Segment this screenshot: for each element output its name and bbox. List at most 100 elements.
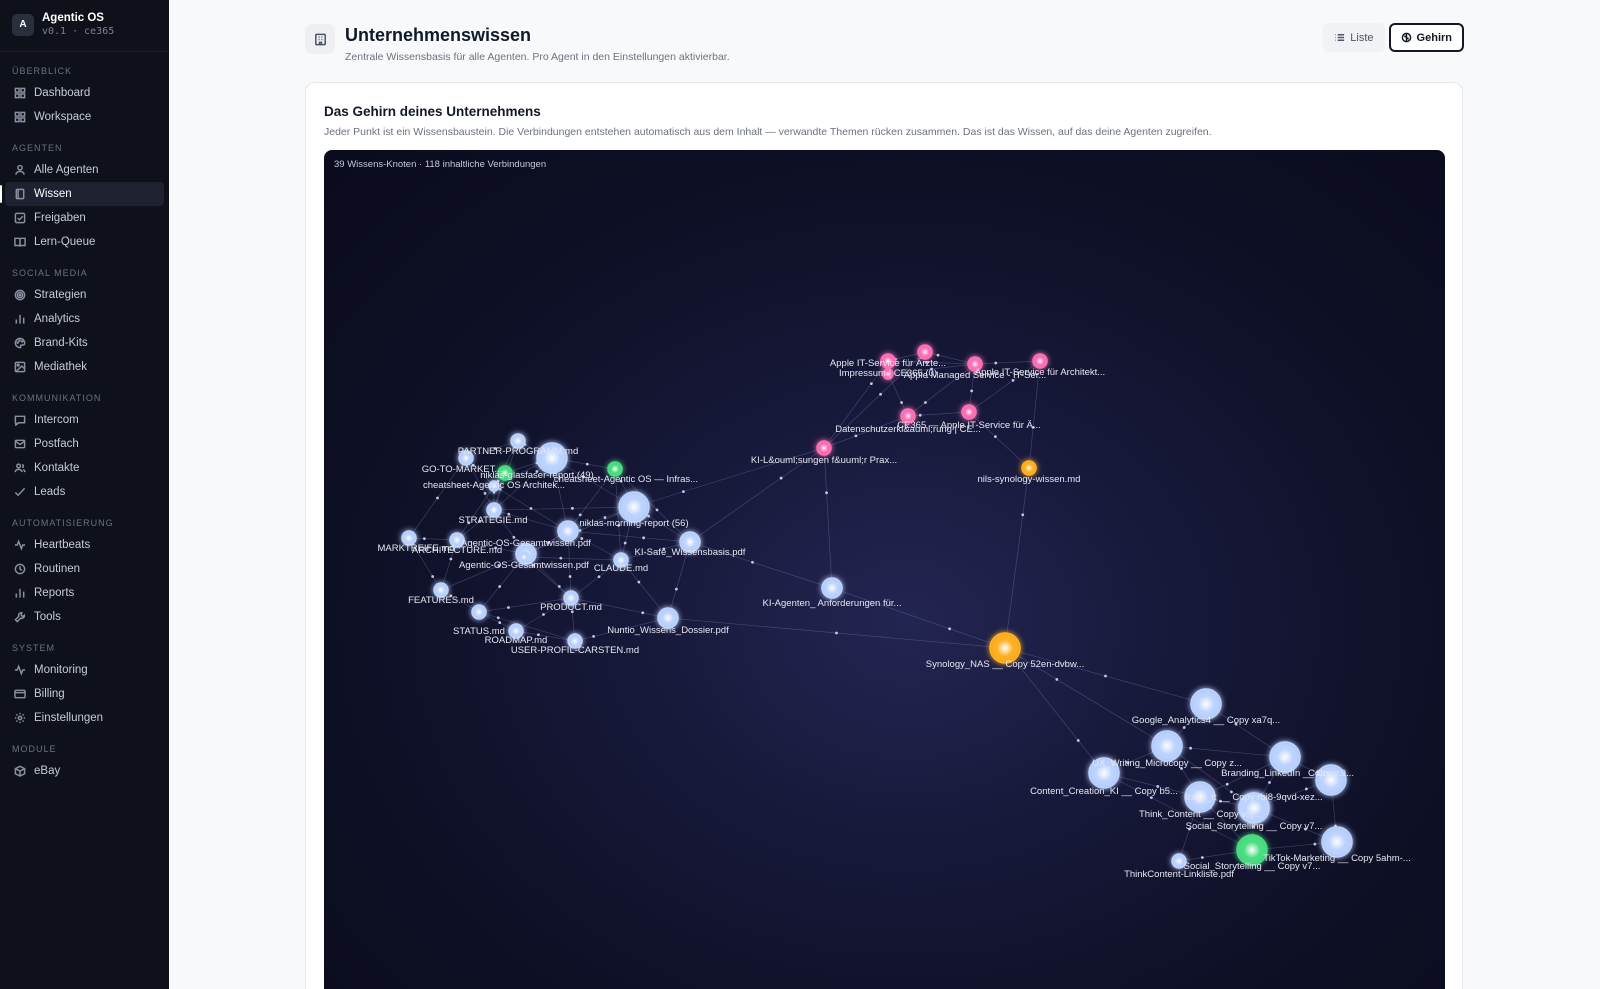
graph-node[interactable]	[1171, 853, 1187, 869]
graph-node[interactable]	[486, 502, 502, 518]
graph-node[interactable]	[880, 353, 896, 369]
graph-node[interactable]	[536, 442, 568, 474]
brand[interactable]: A Agentic OS v0.1 · ce365	[0, 0, 169, 52]
sidebar-item-label: Alle Agenten	[34, 164, 99, 176]
graph-node[interactable]	[567, 633, 583, 649]
sidebar-item-leads[interactable]: Leads	[5, 480, 164, 504]
graph-node[interactable]	[679, 531, 701, 553]
graph-node-label: Google_Analytics4 __ Copy xa7q...	[1132, 715, 1280, 726]
sidebar-item-kontakte[interactable]: Kontakte	[5, 456, 164, 480]
graph-node[interactable]	[449, 532, 465, 548]
graph-node[interactable]	[510, 433, 526, 449]
edge-particle	[682, 490, 685, 494]
edge-particle	[869, 382, 873, 386]
graph-node[interactable]	[1032, 353, 1048, 369]
graph-node[interactable]	[557, 520, 579, 542]
sidebar-item-billing[interactable]: Billing	[5, 682, 164, 706]
graph-edge	[456, 539, 527, 555]
graph-node[interactable]	[518, 551, 530, 563]
edge-particle	[580, 537, 584, 540]
graph-node[interactable]	[471, 604, 487, 620]
edge-particle	[498, 585, 502, 588]
graph-edge	[887, 360, 976, 365]
knowledge-graph[interactable]: 39 Wissens-Knoten · 118 inhaltliche Verb…	[324, 150, 1445, 989]
edge-particle	[532, 563, 535, 567]
graph-node[interactable]	[401, 530, 417, 546]
edge-particle	[467, 521, 471, 525]
graph-node[interactable]	[607, 461, 623, 477]
graph-node-label: STATUS.md	[453, 626, 505, 637]
graph-node-label: PARTNER-PROGRAMM.md	[458, 446, 579, 457]
sidebar-item-dashboard[interactable]: Dashboard	[5, 81, 164, 105]
graph-node[interactable]	[1269, 741, 1301, 773]
edge-particle	[1182, 726, 1186, 729]
sidebar-item-analytics[interactable]: Analytics	[5, 307, 164, 331]
sidebar-item-mediathek[interactable]: Mediathek	[5, 355, 164, 379]
graph-node[interactable]	[458, 450, 474, 466]
graph-node[interactable]	[1184, 781, 1216, 813]
edge-particle	[449, 594, 453, 598]
edge-particle	[581, 475, 585, 479]
wrench-icon	[13, 611, 26, 624]
graph-node[interactable]	[882, 368, 894, 380]
graph-node[interactable]	[1321, 826, 1353, 858]
edge-particle	[641, 611, 645, 615]
graph-node[interactable]	[433, 582, 449, 598]
edge-particle	[1251, 825, 1255, 828]
sidebar-item-ebay[interactable]: eBay	[5, 759, 164, 783]
graph-node[interactable]	[1151, 730, 1183, 762]
sidebar-item-postfach[interactable]: Postfach	[5, 432, 164, 456]
sidebar-item-einstellungen[interactable]: Einstellungen	[5, 706, 164, 730]
graph-node[interactable]	[508, 623, 524, 639]
sidebar-item-workspace[interactable]: Workspace	[5, 105, 164, 129]
view-brain-button[interactable]: Gehirn	[1388, 23, 1464, 52]
graph-node-label: Agentic-OS-Gesamtwissen.pdf	[459, 560, 589, 571]
graph-node[interactable]	[657, 607, 679, 629]
graph-edge	[968, 363, 976, 413]
graph-node[interactable]	[1088, 757, 1120, 789]
nav-section-label: KOMMUNIKATION	[12, 393, 102, 403]
sidebar-item-freigaben[interactable]: Freigaben	[5, 206, 164, 230]
graph-edge	[567, 468, 616, 532]
graph-node[interactable]	[488, 480, 500, 492]
view-list-button[interactable]: Liste	[1323, 23, 1385, 52]
graph-edge	[620, 559, 669, 619]
graph-node[interactable]	[967, 356, 983, 372]
edge-particle	[498, 621, 502, 625]
sidebar-item-routinen[interactable]: Routinen	[5, 557, 164, 581]
clock-icon	[13, 563, 26, 576]
graph-node[interactable]	[1238, 792, 1270, 824]
sidebar-item-wissen[interactable]: Wissen	[0, 182, 164, 206]
sidebar-item-tools[interactable]: Tools	[5, 605, 164, 629]
graph-node[interactable]	[961, 404, 977, 420]
sidebar-item-strategien[interactable]: Strategien	[5, 283, 164, 307]
grid-icon	[13, 111, 26, 124]
graph-node[interactable]	[1190, 688, 1222, 720]
sidebar-item-brand-kits[interactable]: Brand-Kits	[5, 331, 164, 355]
graph-node[interactable]	[989, 632, 1021, 664]
sidebar-item-label: Routinen	[34, 563, 81, 575]
graph-node[interactable]	[613, 552, 629, 568]
graph-node[interactable]	[917, 344, 933, 360]
graph-node[interactable]	[900, 408, 916, 424]
edge-particle	[559, 556, 563, 560]
graph-node[interactable]	[821, 577, 843, 599]
graph-node[interactable]	[1315, 764, 1347, 796]
graph-node[interactable]	[816, 440, 832, 456]
sidebar-item-alle-agenten[interactable]: Alle Agenten	[5, 158, 164, 182]
sidebar-item-heartbeats[interactable]: Heartbeats	[5, 533, 164, 557]
sidebar-item-lern-queue[interactable]: Lern-Queue	[5, 230, 164, 254]
graph-canvas[interactable]: PARTNER-PROGRAMM.mdGO-TO-MARKET...niklas…	[324, 150, 1445, 989]
graph-node[interactable]	[618, 491, 650, 523]
sidebar-item-reports[interactable]: Reports	[5, 581, 164, 605]
graph-node[interactable]	[497, 465, 513, 481]
sidebar-item-monitoring[interactable]: Monitoring	[5, 658, 164, 682]
graph-edge	[465, 440, 519, 459]
graph-node[interactable]	[1021, 460, 1037, 476]
sidebar-item-intercom[interactable]: Intercom	[5, 408, 164, 432]
graph-edge	[570, 559, 622, 599]
graph-node[interactable]	[563, 590, 579, 606]
graph-node[interactable]	[1236, 834, 1268, 866]
graph-node-label: Apple IT-Service für Ärzte...	[830, 358, 946, 369]
